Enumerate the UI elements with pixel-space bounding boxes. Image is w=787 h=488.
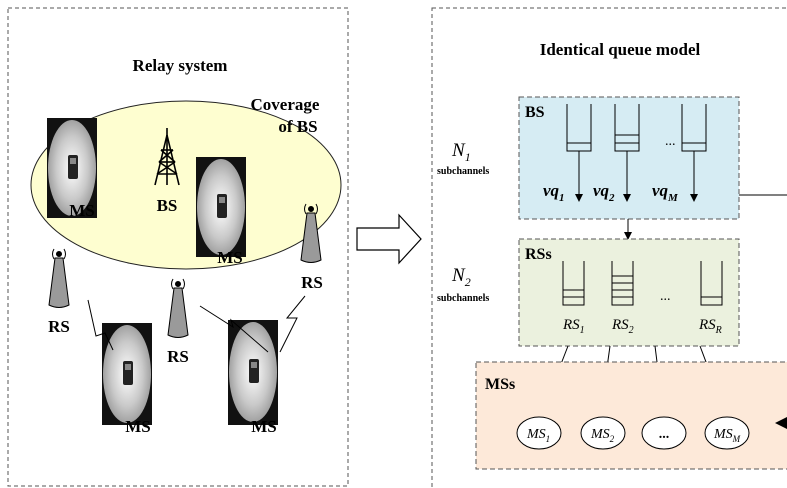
wireless-link-rs-center xyxy=(199,305,269,353)
left-panel-title: Relay system xyxy=(133,56,228,75)
rs-queue-2-icon xyxy=(611,261,634,306)
rsr-label: RSR xyxy=(698,317,722,336)
rs-queue-r-icon xyxy=(700,261,723,306)
ms-label-center: MS xyxy=(217,248,243,267)
coverage-area xyxy=(30,100,342,270)
ms-icon-bottom-left xyxy=(102,323,152,425)
incoming-arrowhead-icon xyxy=(775,417,787,429)
ms-box xyxy=(475,361,787,470)
svg-text:MSM: MSM xyxy=(713,427,741,444)
svg-text:...: ... xyxy=(659,427,670,442)
svg-text:MS2: MS2 xyxy=(590,427,615,444)
rs-label-right: RS xyxy=(301,273,323,292)
bs-queue-m-icon xyxy=(681,104,707,202)
transition-arrow-icon xyxy=(356,213,422,265)
vq1-label: vq1 xyxy=(543,181,565,204)
ms-node-ellipsis: ... xyxy=(641,416,687,450)
svg-text:MS1: MS1 xyxy=(526,427,550,444)
ms-icon-top-left xyxy=(47,118,97,218)
rs-antenna-icon-right xyxy=(300,203,322,263)
ms-node-1: MS1 xyxy=(516,416,562,450)
rs-queue-box xyxy=(518,238,740,347)
rs-antenna-icon-left xyxy=(48,248,70,308)
ms-node-2: MS2 xyxy=(580,416,626,450)
rs1-label: RS1 xyxy=(562,317,585,336)
bs-queue-2-icon xyxy=(614,104,640,202)
rs-box-label: RSs xyxy=(525,246,552,263)
bs-queue-ellipsis: ... xyxy=(665,134,676,149)
n1-caption: subchannels xyxy=(437,166,489,177)
bs-tower-icon xyxy=(154,128,180,186)
rs2-label: RS2 xyxy=(611,317,634,336)
vq2-label: vq2 xyxy=(593,181,615,204)
coverage-label-line1: Coverage xyxy=(251,95,320,114)
rs-label-center: RS xyxy=(167,347,189,366)
bs-queue-1-icon xyxy=(566,104,592,202)
rs-label-left: RS xyxy=(48,317,70,336)
ms-label-bottom-left: MS xyxy=(125,417,151,436)
ms-icon-center xyxy=(196,157,246,257)
wireless-link-rs-left xyxy=(87,299,114,351)
n2-caption: subchannels xyxy=(437,293,489,304)
ms-box-label: MSs xyxy=(485,376,515,393)
ms-label-top-left: MS xyxy=(69,201,95,220)
right-panel-title: Identical queue model xyxy=(540,40,701,59)
n1-symbol: N1 xyxy=(451,140,471,164)
bs-label: BS xyxy=(157,196,178,215)
wireless-link-rs-right xyxy=(279,295,306,353)
n2-symbol: N2 xyxy=(451,265,471,289)
vqm-label: vqM xyxy=(652,181,679,204)
ms-node-m: MSM xyxy=(704,416,750,450)
rs-queue-1-icon xyxy=(562,261,585,306)
ms-label-bottom-right: MS xyxy=(251,417,277,436)
bs-box-label: BS xyxy=(525,104,545,121)
rs-queue-ellipsis: ... xyxy=(660,289,671,304)
ms-icon-bottom-right xyxy=(228,320,278,425)
coverage-label-line2: of BS xyxy=(278,117,317,136)
rs-antenna-icon-center xyxy=(167,278,189,338)
left-panel-border xyxy=(7,7,349,487)
